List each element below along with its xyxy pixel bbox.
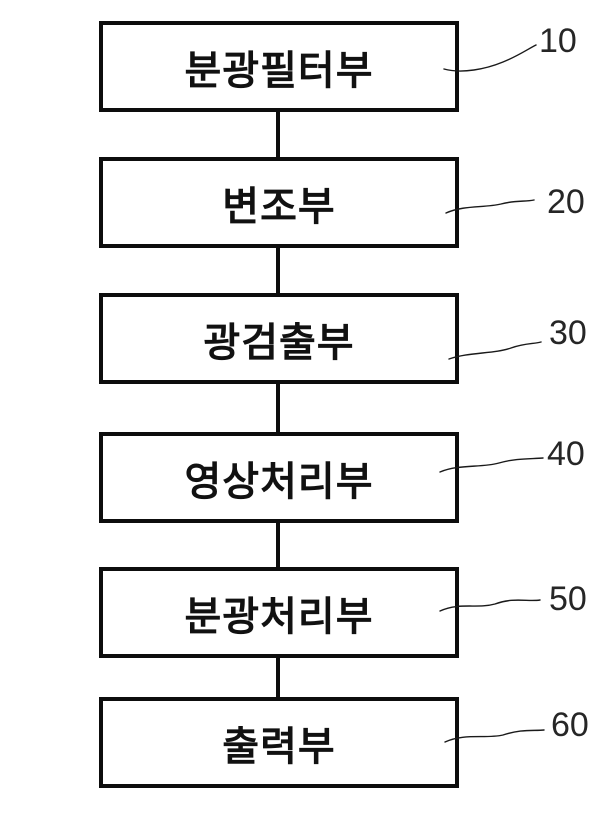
block-spectral-processing-unit: 분광처리부 xyxy=(99,567,459,658)
connector-5-6 xyxy=(276,656,280,699)
connector-4-5 xyxy=(276,521,280,569)
ref-label-50: 50 xyxy=(549,580,587,618)
block-label: 광검출부 xyxy=(203,320,355,365)
block-label: 영상처리부 xyxy=(184,459,374,504)
leader-line-20 xyxy=(445,199,535,214)
block-spectral-filter-unit: 분광필터부 xyxy=(99,21,459,112)
ref-label-40: 40 xyxy=(547,435,585,473)
ref-label-10: 10 xyxy=(539,22,577,60)
block-output-unit: 출력부 xyxy=(99,697,459,788)
ref-label-30: 30 xyxy=(549,314,587,352)
leader-line-60 xyxy=(444,729,545,743)
block-label: 분광처리부 xyxy=(184,594,374,639)
leader-line-30 xyxy=(448,341,542,360)
connector-2-3 xyxy=(276,246,280,295)
block-image-processing-unit: 영상처리부 xyxy=(99,432,459,523)
block-label: 변조부 xyxy=(222,184,336,229)
connector-1-2 xyxy=(276,110,280,159)
block-light-detection-unit: 광검출부 xyxy=(99,293,459,384)
block-label: 출력부 xyxy=(222,724,336,769)
ref-label-20: 20 xyxy=(547,183,585,221)
block-modulation-unit: 변조부 xyxy=(99,157,459,248)
connector-3-4 xyxy=(276,382,280,434)
block-label: 분광필터부 xyxy=(184,48,374,93)
ref-label-60: 60 xyxy=(551,706,589,744)
